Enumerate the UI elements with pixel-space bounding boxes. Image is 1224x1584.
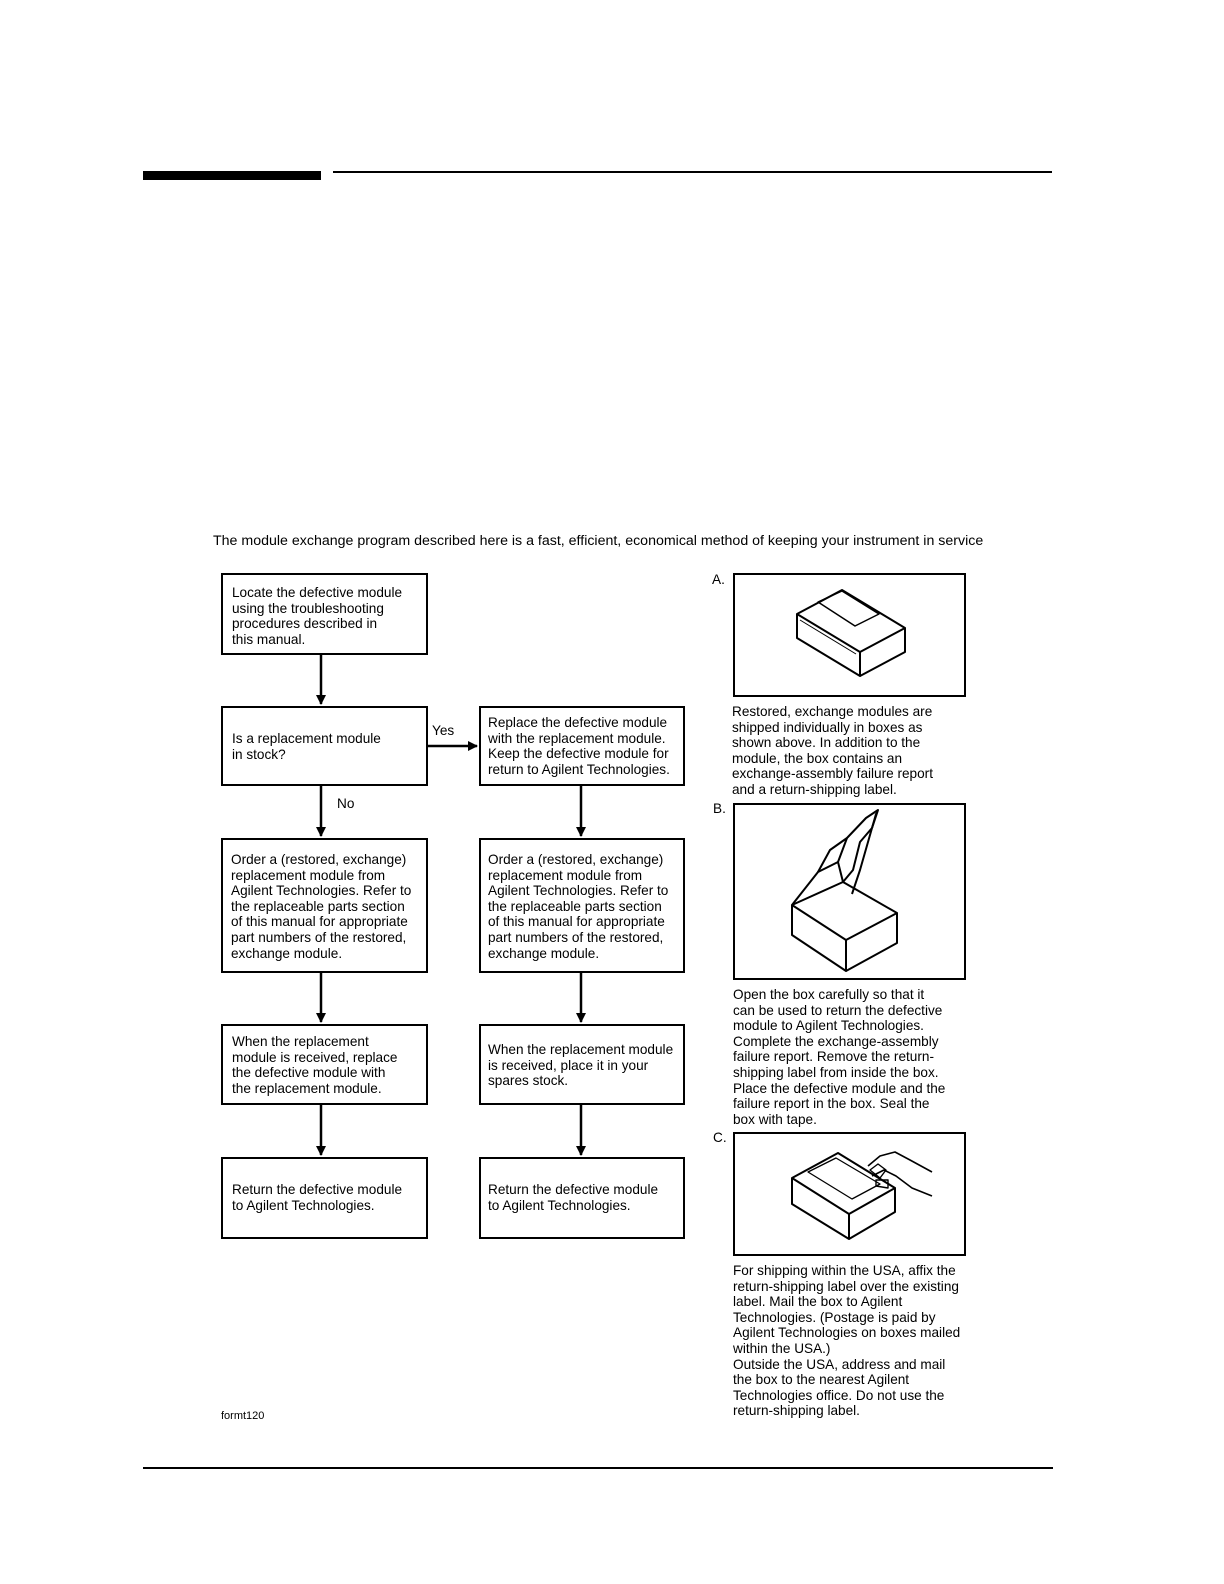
seal-box-illustration	[791, 1151, 933, 1240]
flow-text-replace: Replace the defective module with the re…	[488, 715, 670, 777]
flow-box-locate: Locate the defective module using the tr…	[221, 573, 428, 655]
flow-text-locate: Locate the defective module using the tr…	[232, 585, 403, 647]
footer-rule	[143, 1467, 1053, 1469]
panel-c-label: C.	[713, 1130, 727, 1145]
flow-box-return-left: Return the defective module to Agilent T…	[221, 1157, 428, 1239]
flow-text-received-right: When the replacement module is received,…	[488, 1042, 674, 1089]
flow-box-received-right: When the replacement module is received,…	[479, 1024, 685, 1105]
flow-box-order-left: Order a (restored, exchange) replacement…	[221, 838, 428, 973]
yes-label: Yes	[432, 723, 455, 738]
closed-box-illustration	[796, 589, 906, 677]
panel-b-caption: Open the box carefully so that it can be…	[733, 987, 946, 1127]
flow-box-question: Is a replacement module in stock?	[221, 706, 428, 786]
panel-a-caption: Restored, exchange modules are shipped i…	[732, 704, 933, 797]
header-rule-thick	[143, 171, 321, 180]
header-rule-thin	[333, 171, 1052, 173]
flow-text-return-left: Return the defective module to Agilent T…	[232, 1182, 403, 1213]
intro-text: The module exchange program described he…	[213, 533, 984, 549]
flow-box-return-right: Return the defective module to Agilent T…	[479, 1157, 685, 1239]
no-label: No	[337, 796, 355, 811]
flow-text-return-right: Return the defective module to Agilent T…	[488, 1182, 659, 1213]
panel-a-frame	[733, 573, 966, 697]
flow-text-question: Is a replacement module in stock?	[232, 731, 381, 762]
panel-c-frame	[733, 1132, 966, 1256]
flow-box-order-right: Order a (restored, exchange) replacement…	[479, 838, 685, 973]
panel-b-label: B.	[713, 801, 726, 816]
open-box-illustration	[791, 809, 898, 972]
figure-id: formt120	[221, 1410, 265, 1422]
flow-box-received-left: When the replacement module is received,…	[221, 1024, 428, 1105]
panel-c-caption: For shipping within the USA, affix the r…	[733, 1263, 961, 1419]
panel-a-label: A.	[712, 572, 725, 587]
panel-b-frame	[733, 803, 966, 980]
flow-box-replace: Replace the defective module with the re…	[479, 706, 685, 786]
flow-text-order-right: Order a (restored, exchange) replacement…	[488, 852, 669, 961]
flow-text-received-left: When the replacement module is received,…	[232, 1034, 398, 1096]
flow-text-order-left: Order a (restored, exchange) replacement…	[231, 852, 412, 961]
